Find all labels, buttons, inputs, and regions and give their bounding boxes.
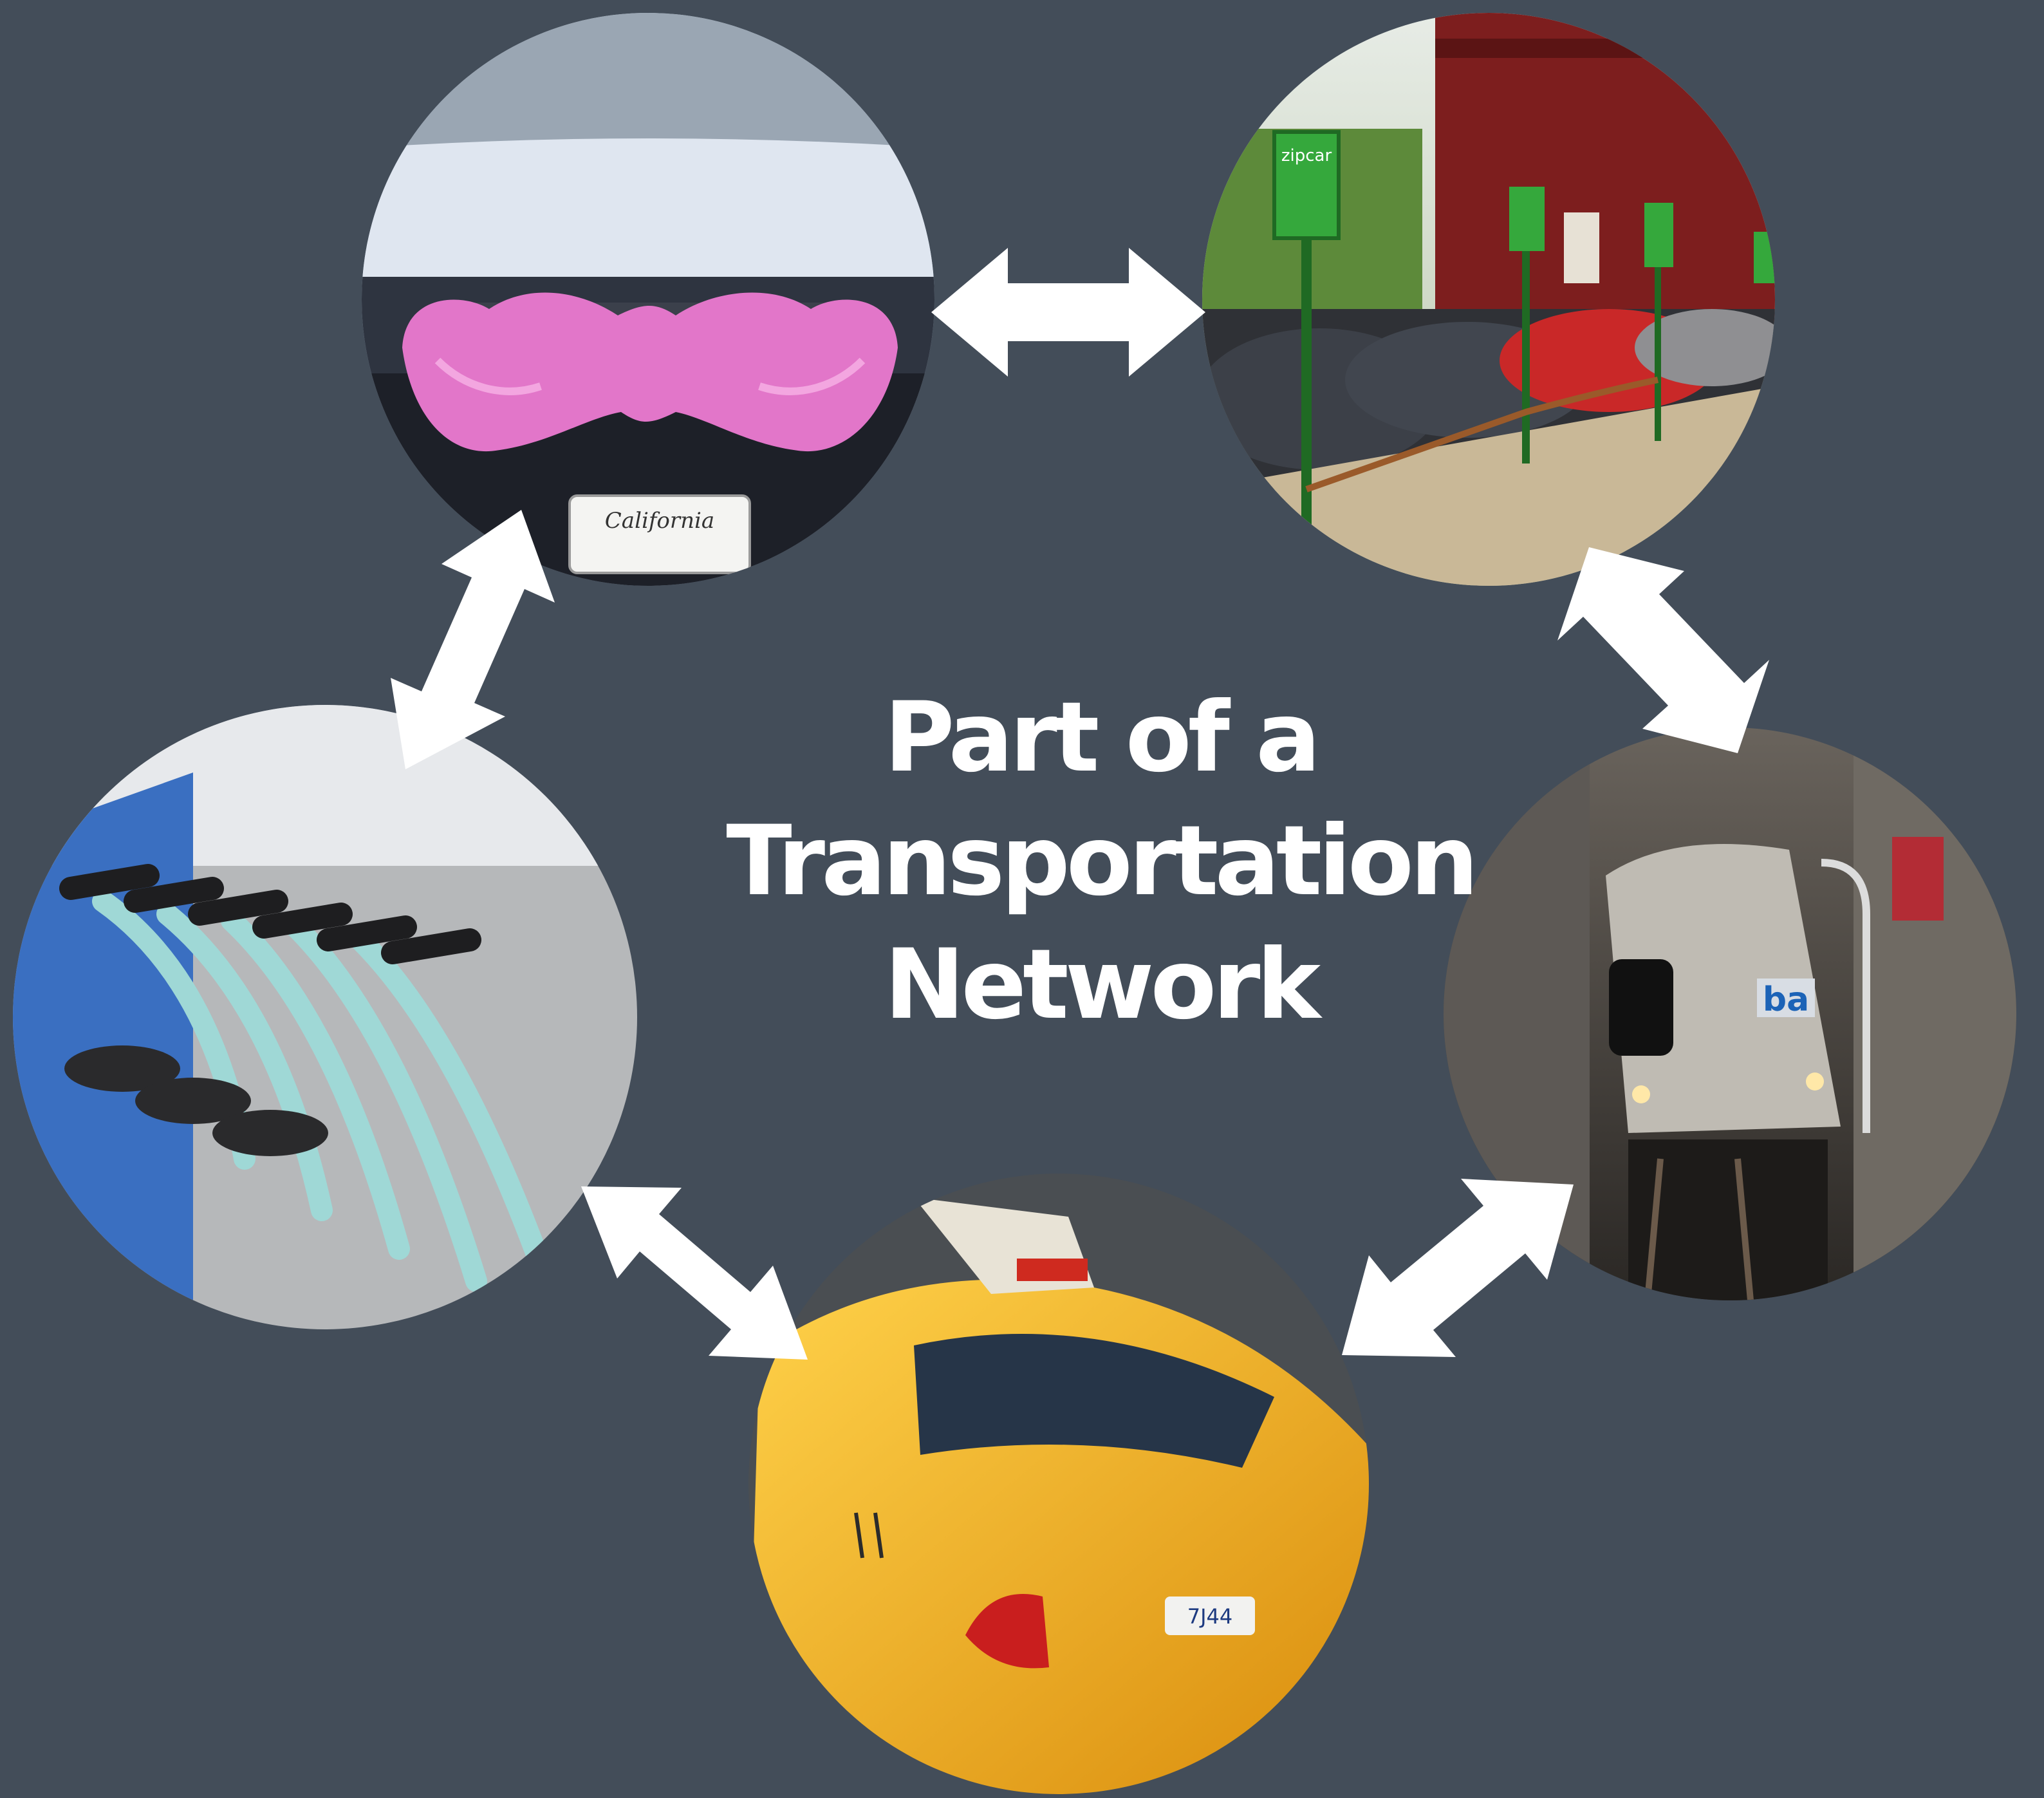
title-line-3: Network — [884, 929, 1321, 1041]
bart-logo: ba — [1757, 979, 1815, 1019]
license-plate — [568, 494, 751, 574]
zipcar-sign-text: zipcar — [1281, 146, 1332, 165]
page-title: Part of a Transportation Network — [695, 676, 1506, 1047]
arrow-zipcar-bart — [1557, 547, 1769, 753]
arrow-taxi-bike — [581, 1186, 808, 1360]
node-yellow-taxi: 7J44 — [748, 1174, 1369, 1794]
arrow-bike-lyft — [391, 510, 555, 769]
title-line-2: Transportation — [726, 805, 1478, 917]
license-plate-text: California — [605, 508, 714, 534]
node-zipcar-lot: zipcar — [1202, 13, 1775, 586]
taxi-plate-text: 7J44 — [1187, 1604, 1233, 1629]
taxi-roof-sign — [914, 1197, 1094, 1294]
pink-mustache-icon — [402, 292, 898, 452]
title-line-1: Part of a — [884, 682, 1321, 794]
node-bike-share — [13, 705, 637, 1329]
node-lyft-car: California — [362, 13, 934, 586]
arrow-bart-taxi — [1342, 1179, 1574, 1357]
arrow-lyft-zipcar — [931, 248, 1205, 377]
zipcar-sign: zipcar — [1272, 130, 1341, 534]
bart-logo-text: ba — [1763, 980, 1809, 1019]
